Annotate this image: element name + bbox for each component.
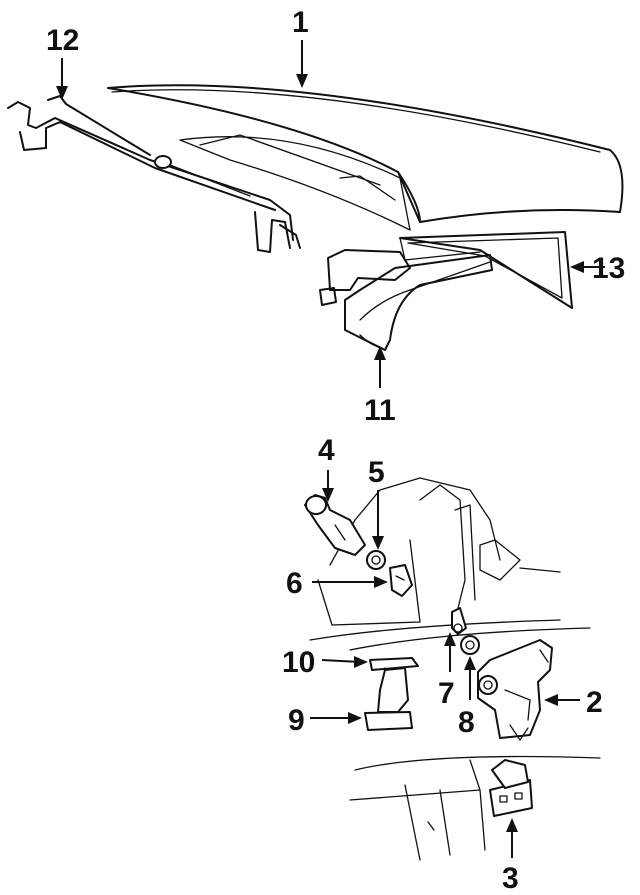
lid-seal-frame xyxy=(399,231,573,309)
washer xyxy=(460,635,480,655)
latch-bolt xyxy=(451,607,467,635)
callout-10: 10 xyxy=(282,646,315,679)
callout-4: 4 xyxy=(318,434,335,467)
callout-7: 7 xyxy=(438,677,455,710)
lid-hinge xyxy=(319,249,493,351)
trunk-lid xyxy=(107,84,624,231)
callout-1: 1 xyxy=(292,6,309,39)
callout-2: 2 xyxy=(586,686,603,719)
callout-6: 6 xyxy=(286,567,303,600)
callout-5: 5 xyxy=(368,456,385,489)
latch-striker xyxy=(489,759,533,817)
retainer-clip xyxy=(366,550,386,570)
callout-9: 9 xyxy=(288,704,305,737)
callout-3: 3 xyxy=(502,862,519,895)
callout-13: 13 xyxy=(592,252,625,285)
callout-8: 8 xyxy=(458,706,475,739)
leader-lines xyxy=(56,40,605,858)
trunk-latch xyxy=(477,639,553,741)
lock-clip xyxy=(389,564,413,597)
release-lever xyxy=(364,667,413,731)
torsion-rods xyxy=(7,95,301,253)
callout-12: 12 xyxy=(46,24,79,57)
lock-cylinder xyxy=(304,494,366,556)
callout-11: 11 xyxy=(364,394,396,427)
body-panel xyxy=(309,477,601,861)
